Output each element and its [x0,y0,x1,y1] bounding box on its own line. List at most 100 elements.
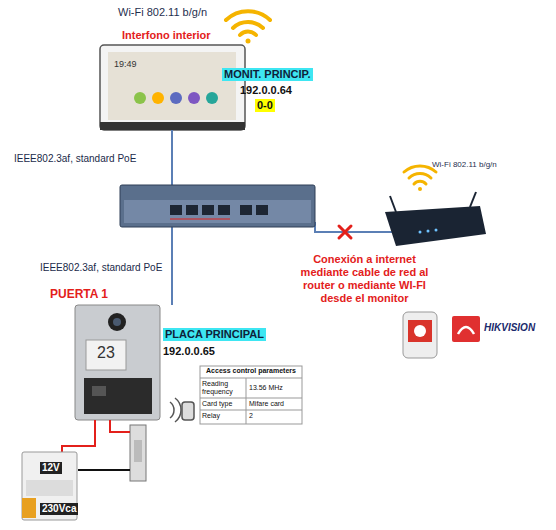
indoor-monitor [134,92,146,104]
wifi-icon-top [240,32,256,35]
node-text: PUERTA 1 [50,288,108,302]
indoor-monitor [100,45,245,130]
indoor-monitor [108,52,236,120]
poe-switch [186,205,198,215]
wiring [62,420,95,452]
wifi-icon-top [226,11,270,20]
indoor-monitor-node: Interfono interiorMONIT. PRINCIP. 192.0.0… [100,28,325,133]
poe-switch [170,205,182,215]
electric-strike [134,440,142,462]
electric-strike [130,425,146,481]
note-text: Conexión a internet mediante cable de re… [297,253,432,305]
power-supply [26,480,73,496]
node-text: Interfono interior [122,29,211,42]
indoor-monitor [152,92,164,104]
wifi-icon-router [409,174,431,178]
router [435,229,438,232]
poe-switch [202,205,214,215]
cross-mark [339,226,351,238]
wifi-icon-router [404,166,436,172]
cable-label: IEEE802.3af, standard PoE [40,262,162,274]
table-cell: Card type [202,400,244,408]
wifi-icon-top [246,39,251,44]
parameter-table [246,378,247,424]
router [385,192,486,246]
table-cell: 13.56 MHz [249,384,291,392]
parameter-table [200,398,302,399]
node-text: Access control parameters [200,367,302,375]
poe-switch [240,205,252,215]
wifi-icon-top [226,11,270,43]
node-text: 12V [40,462,62,474]
door-station [84,378,152,414]
phone-app [403,312,437,358]
contactless-icon [170,402,174,418]
poe-switch [256,205,268,215]
display-number: 23 [97,344,115,362]
phone-app [403,312,437,358]
router-node: Wi-Fi 802.11 b/g/n [380,155,530,250]
wifi-label: Wi-Fi 802.11 b/g/n [118,6,207,19]
cross-mark [339,226,351,238]
indoor-monitor [100,45,245,130]
poe-switch [120,185,315,227]
node-text: PLACA PRINCIPAL [163,328,266,341]
door-station [75,305,160,420]
network-cables [315,222,392,232]
table-cell: Mifare card [249,400,291,408]
electric-strike [130,425,146,481]
poe-switch [170,219,230,220]
node-text: 192.0.0.64 [240,84,292,97]
door-station [108,313,126,331]
parameter-table [200,366,302,424]
parameter-table [200,366,302,424]
parameter-table [200,410,302,411]
brand-name: HIKVISION [484,322,535,334]
hikvision-logo [452,316,480,342]
wifi-icon-router [418,187,422,191]
screen-clock: 19:49 [114,59,137,69]
door-station [92,386,106,396]
door-station [75,305,160,420]
contactless-icon [170,398,194,422]
table-cell: 2 [249,412,291,420]
indoor-monitor [188,92,200,104]
poe-switch [124,200,311,223]
table-cell: Relay [202,412,244,420]
node-text: 230Vca [40,503,78,515]
router [427,230,430,233]
node-text: 192.0.0.65 [163,345,215,358]
contactless-icon [182,402,194,420]
contactless-icon [175,398,181,422]
node-text: Wi-Fi 802.11 b/g/n [432,160,497,169]
network-cables [171,130,173,185]
wifi-icon-top [233,22,263,28]
wiring [110,420,130,432]
wifi-icon-router [404,166,436,191]
router [385,206,486,246]
node-text: MONIT. PRINCIP. [222,68,313,81]
hikvision-logo [452,316,480,342]
router [470,192,476,207]
wiring [78,469,130,471]
phone-app [408,320,432,342]
door-station [86,340,126,370]
power-supply-node: 12V 230Vca [22,450,92,522]
cross-mark [339,226,351,238]
poe-switch [218,205,230,215]
router [419,231,422,234]
cable-label: IEEE802.3af, standard PoE [14,153,136,165]
network-cables [171,227,173,305]
door-station [113,318,121,326]
wifi-icon-router [414,181,426,184]
node-text: 0-0 [255,99,275,112]
indoor-monitor [206,92,218,104]
hikvision-logo [458,327,474,334]
indoor-monitor [100,122,245,130]
table-cell: Reading frequency [202,380,244,396]
router [390,196,396,212]
indoor-monitor [170,92,182,104]
poe-switch [120,185,315,227]
phone-app [414,325,426,337]
